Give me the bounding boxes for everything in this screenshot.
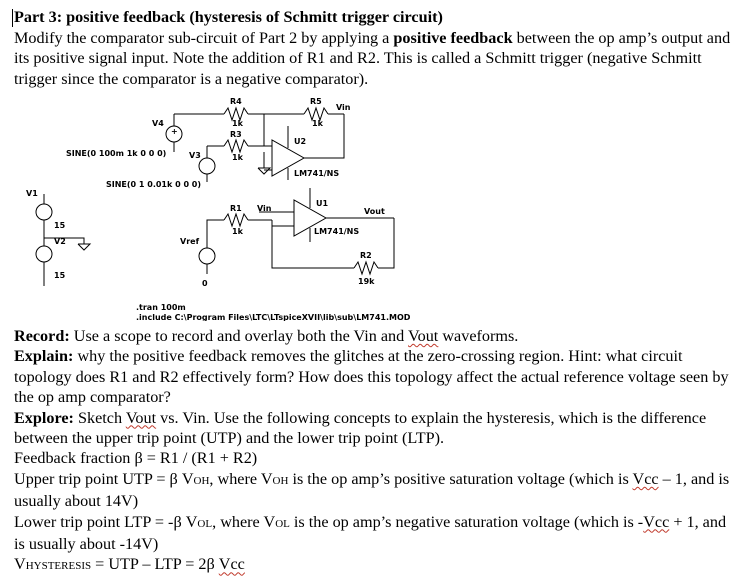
vref-label: Vref	[180, 237, 200, 246]
r2-value: 19k	[358, 277, 375, 286]
schematic: V4 + V3 SINE(0 100m 1k 0 0 0) SINE(0 1 0…	[14, 96, 444, 322]
v2-source: V2 15	[35, 237, 92, 286]
vref-value: 0	[202, 279, 208, 288]
v4-source: V4 +	[152, 114, 183, 152]
r3-value: 1k	[232, 153, 244, 162]
tran-directive: .tran 100m	[136, 303, 186, 312]
utp-paragraph: Upper trip point UTP = β VOH, where VOH …	[14, 469, 730, 511]
r2-label: R2	[360, 251, 372, 260]
section-title: Part 3: positive feedback (hysteresis of…	[14, 8, 443, 26]
vref-source: Vref 0	[180, 237, 216, 288]
vin-label-mid: Vin	[257, 204, 272, 213]
intro-paragraph: Modify the comparator sub-circuit of Par…	[14, 28, 736, 89]
intro-text-2: between the op amp’s output and its posi…	[14, 29, 731, 88]
feedback-fraction: Feedback fraction β = R1 / (R1 + R2)	[14, 449, 258, 468]
v1-value: 15	[54, 221, 66, 230]
v2-value: 15	[54, 271, 66, 280]
u2-model: LM741/NS	[294, 169, 339, 178]
u1-opamp: U1 LM741/NS	[293, 188, 359, 242]
r3-resistor	[223, 138, 249, 154]
v3-source: V3	[189, 146, 216, 182]
v3-label: V3	[189, 151, 201, 160]
v1-label: V1	[26, 189, 38, 198]
v2-label: V2	[54, 237, 66, 246]
r3-label: R3	[230, 130, 242, 139]
r4-label: R4	[230, 97, 242, 106]
u2-label: U2	[294, 137, 306, 146]
vout-label: Vout	[364, 207, 385, 216]
u1-label: U1	[316, 199, 328, 208]
vhysteresis-formula: VHYSTERESIS = UTP – LTP = 2β Vcc	[14, 555, 245, 574]
intro-bold: positive feedback	[393, 29, 513, 47]
r4-value: 1k	[232, 119, 244, 128]
r5-value: 1k	[312, 119, 324, 128]
vin-label-top: Vin	[336, 103, 351, 112]
document-bottom: Record: Use a scope to record and overla…	[14, 326, 736, 577]
v4-plus: +	[171, 127, 178, 136]
r5-resistor	[303, 106, 329, 122]
sine2-text: SINE(0 1 0.01k 0 0 0)	[106, 180, 201, 189]
u2-opamp: U2 LM741/NS	[264, 126, 339, 180]
text-cursor	[12, 9, 13, 27]
v1-source: V1 15	[26, 189, 66, 238]
r4-resistor	[223, 106, 249, 122]
r1-label: R1	[230, 204, 242, 213]
intro-text-1: Modify the comparator sub-circuit of Par…	[14, 29, 394, 47]
explain-paragraph: Explain: why the positive feedback remov…	[14, 347, 729, 407]
document-top: Part 3: positive feedback (hysteresis of…	[14, 6, 736, 89]
v4-label: V4	[152, 119, 164, 128]
r1-value: 1k	[232, 227, 244, 236]
explore-paragraph: Explore: Sketch Vout vs. Vin. Use the fo…	[14, 408, 707, 448]
u1-model: LM741/NS	[314, 227, 359, 236]
include-directive: .include C:\Program Files\LTC\LTspiceXVI…	[136, 313, 411, 321]
ltp-paragraph: Lower trip point LTP = -β VOL, where VOL…	[14, 512, 727, 554]
r5-label: R5	[310, 97, 322, 106]
sine1-text: SINE(0 100m 1k 0 0 0)	[66, 149, 166, 158]
r1-resistor	[223, 212, 249, 228]
r2-resistor	[353, 260, 379, 276]
record-paragraph: Record: Use a scope to record and overla…	[14, 327, 519, 345]
